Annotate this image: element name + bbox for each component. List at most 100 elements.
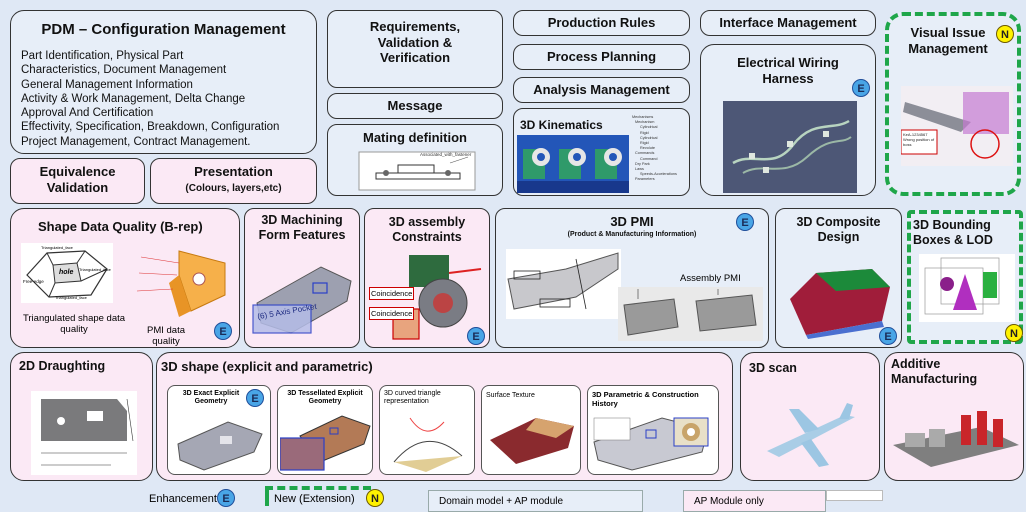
subshape-texture: Surface Texture	[481, 385, 581, 475]
legend-domain-label: Domain model + AP module	[439, 496, 564, 507]
enhancement-badge: E	[467, 327, 485, 345]
pmi-quality-image	[136, 250, 226, 317]
analysis-title: Analysis Management	[533, 82, 670, 97]
sq-label: hole	[59, 269, 74, 276]
interface-box: Interface Management	[700, 10, 876, 36]
shape-quality-title: Shape Data Quality (B-rep)	[38, 219, 203, 234]
subshape-label: 3D Parametric & Construction History	[592, 390, 699, 408]
subshape-curved: 3D curved triangle representation	[379, 385, 475, 475]
legend-ap-label: AP Module only	[694, 496, 764, 507]
kinematics-box: 3D Kinematics Mechanisms Mechanism Cylin…	[513, 108, 690, 196]
surface-texture-image	[490, 418, 574, 464]
tree-node: Rigid	[640, 141, 649, 146]
production-rules-title: Production Rules	[547, 15, 656, 30]
curved-triangle-image	[393, 417, 463, 472]
machining-image	[252, 266, 352, 334]
analysis-box: Analysis Management	[513, 77, 690, 103]
composite-title: 3D Composite Design	[796, 215, 881, 244]
presentation-title: Presentation	[194, 164, 273, 179]
new-badge: N	[996, 25, 1014, 43]
assembly-box: 3D assembly Constraints Coincidence Coin…	[364, 208, 490, 348]
triangulated-diagram	[21, 243, 113, 303]
harness-title: Electrical Wiring Harness	[737, 55, 839, 86]
subshape-label: 3D Exact Explicit Geometry	[182, 390, 240, 406]
tree-node: Speeds-Accelerations	[640, 172, 677, 177]
sq-label: Triangulated_face	[41, 245, 73, 250]
machining-box: 3D Machining Form Features (6) 5 Axis Po…	[244, 208, 360, 348]
tree-node: Cylindrical	[640, 135, 658, 140]
pmi-assembly-image	[618, 287, 763, 341]
subshape-label: 3D Tessellated Explicit Geometry	[287, 390, 363, 406]
harness-box: Electrical Wiring Harness E	[700, 44, 876, 196]
draughting-image	[31, 391, 137, 475]
pdm-line: Activity & Work Management, Delta Change	[21, 92, 246, 105]
pdm-line: Effectivity, Specification, Breakdown, C…	[21, 121, 280, 134]
tree-node: Command	[640, 156, 658, 161]
shape-quality-box: Shape Data Quality (B-rep) Triangulated_…	[10, 208, 240, 348]
subshape-label: Surface Texture	[486, 392, 535, 399]
new-badge: N	[366, 489, 384, 507]
equivalence-title: Equivalence Validation	[39, 164, 116, 195]
pdm-lines: Part Identification, Physical Part Chara…	[21, 49, 316, 149]
visual-issue-caption: KeA-1234567 Wrong position of boss	[903, 132, 935, 147]
coincidence-label: Coincidence	[369, 287, 415, 300]
legend-domain-swatch: Domain model + AP module	[428, 490, 643, 512]
additive-box: Additive Manufacturing	[884, 352, 1024, 481]
kinematics-tree: Mechanisms Mechanism Cylindrical Rigid C…	[632, 115, 688, 183]
pmi-title: 3D PMI	[610, 214, 654, 229]
parametric-image	[593, 417, 709, 471]
scan-image	[767, 403, 855, 467]
tree-node: Revolute	[640, 146, 655, 151]
mating-box: Mating definition Associated_with_fasten…	[327, 124, 503, 196]
subshape-tessellated: 3D Tessellated Explicit Geometry	[277, 385, 373, 475]
shape3d-title: 3D shape (explicit and parametric)	[161, 359, 373, 374]
assembly-title: 3D assembly Constraints	[388, 215, 466, 244]
enhancement-badge: E	[852, 79, 870, 97]
enhancement-badge: E	[879, 327, 897, 345]
exact-geometry-image	[177, 421, 263, 471]
scan-box: 3D scan	[740, 352, 880, 481]
enhancement-badge: E	[214, 322, 232, 340]
visual-issue-image	[901, 86, 1013, 166]
mating-inner-label: Associated_with_fastener	[420, 152, 472, 157]
tree-node: Parameters	[635, 177, 655, 182]
kinematics-image	[517, 135, 629, 193]
presentation-subtitle: (Colours, layers,etc)	[185, 182, 282, 194]
pdm-box: PDM – Configuration Management Part Iden…	[10, 10, 317, 154]
additive-title: Additive Manufacturing	[891, 357, 978, 386]
equivalence-box: Equivalence Validation	[10, 158, 145, 204]
tree-node: Rigid	[640, 130, 649, 135]
tree-node: Laws	[635, 167, 644, 172]
tree-node: Mechanisms	[632, 115, 654, 119]
draughting-title: 2D Draughting	[19, 359, 106, 373]
new-badge: N	[1005, 324, 1023, 342]
bounding-image	[919, 254, 1015, 322]
enhancement-badge: E	[736, 213, 754, 231]
legend-ap-swatch: AP Module only	[683, 490, 826, 512]
additive-image	[893, 411, 1019, 467]
interface-title: Interface Management	[719, 15, 857, 30]
mating-drawing	[358, 151, 476, 191]
enhancement-badge: E	[246, 389, 264, 407]
enhancement-badge: E	[217, 489, 235, 507]
sq-caption-1: Triangulated shape data quality	[22, 313, 126, 335]
pdm-title: PDM – Configuration Management	[41, 21, 286, 38]
legend-extra-box	[826, 490, 883, 501]
pdm-line: Approval And Certification	[21, 107, 154, 120]
pdm-line: Characteristics, Document Management	[21, 64, 227, 77]
visual-issue-title: Visual Issue Management	[908, 25, 988, 56]
composite-box: 3D Composite Design E	[775, 208, 902, 348]
process-planning-box: Process Planning	[513, 44, 690, 70]
process-planning-title: Process Planning	[546, 49, 657, 64]
kinematics-title: 3D Kinematics	[520, 118, 603, 132]
pmi-box: 3D PMI (Product & Manufacturing Informat…	[495, 208, 769, 348]
coincidence-label: Coincidence	[369, 307, 415, 320]
pdm-line: Part Identification, Physical Part	[21, 50, 184, 62]
message-box: Message	[327, 93, 503, 119]
requirements-title: Requirements, Validation & Verification	[369, 19, 461, 66]
legend: Enhancement E New (Extension) N Domain m…	[0, 484, 1026, 512]
harness-image	[723, 101, 857, 193]
composite-image	[790, 269, 890, 339]
tessellated-image	[280, 415, 371, 471]
tree-node: Commands	[635, 151, 655, 156]
